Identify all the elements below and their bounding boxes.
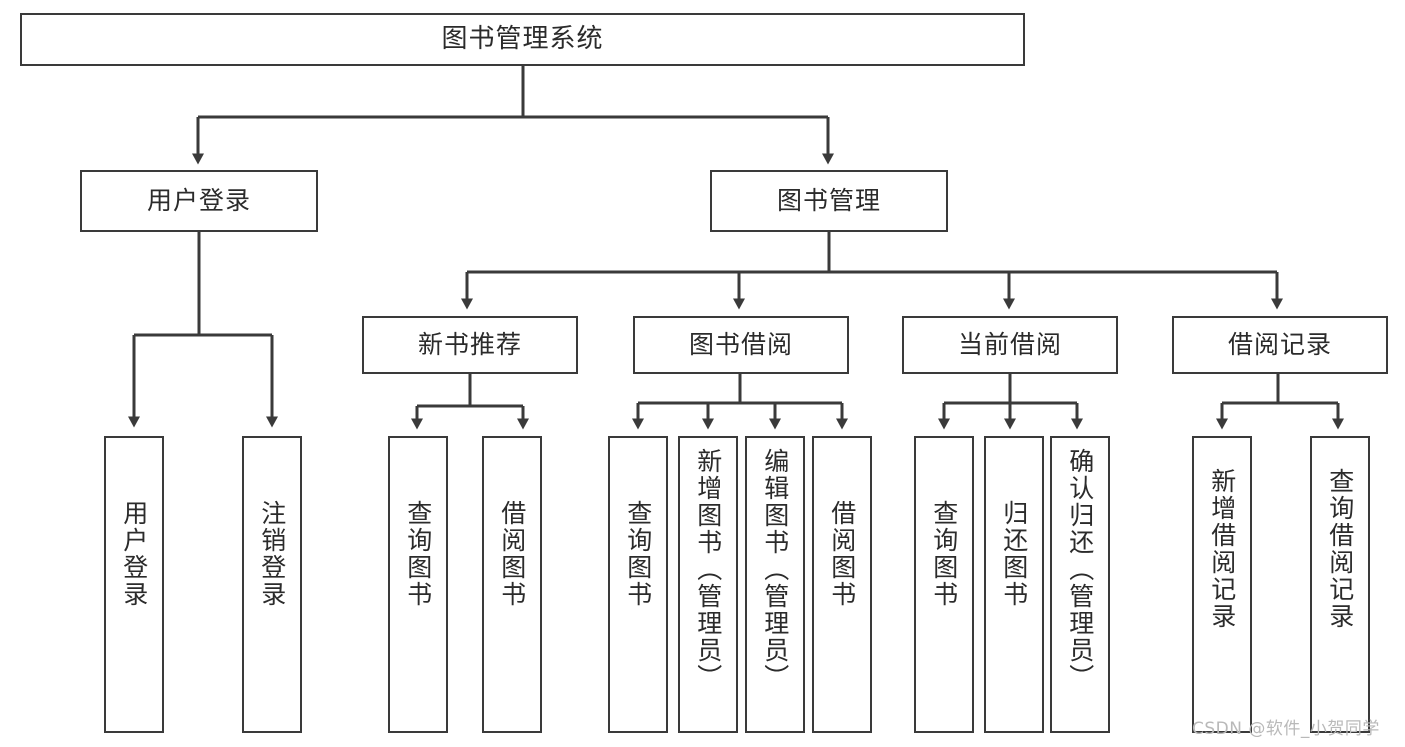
leaf-label: 查询借阅记录 [1325,468,1355,630]
node-current-borrow-label: 当前借阅 [957,330,1062,360]
leaf-label: 查询图书 [623,500,653,608]
leaf-label: 借阅图书 [827,500,857,608]
node-user-login-label: 用户登录 [146,186,251,216]
leaf-borrow-record-query[interactable]: 查询借阅记录 [1310,436,1370,733]
leaf-user-login-logout[interactable]: 注销登录 [242,436,302,733]
leaf-label: 确认归还（管理员） [1065,448,1095,691]
node-borrow-record-label: 借阅记录 [1227,330,1332,360]
leaf-current-borrow-return[interactable]: 归还图书 [984,436,1044,733]
node-book-management-label: 图书管理 [776,186,881,216]
leaf-borrow-record-add[interactable]: 新增借阅记录 [1192,436,1252,733]
leaf-label: 归还图书 [999,500,1029,608]
watermark: CSDN @软件_小贺同学 [1192,719,1380,739]
leaf-book-borrow-query[interactable]: 查询图书 [608,436,668,733]
node-root-label: 图书管理系统 [441,24,604,55]
leaf-label: 新增图书（管理员） [693,448,723,691]
leaf-new-book-borrow[interactable]: 借阅图书 [482,436,542,733]
leaf-label: 新增借阅记录 [1207,468,1237,630]
leaf-current-borrow-query[interactable]: 查询图书 [914,436,974,733]
node-borrow-record[interactable]: 借阅记录 [1172,316,1388,374]
leaf-book-borrow-borrow[interactable]: 借阅图书 [812,436,872,733]
node-root-system[interactable]: 图书管理系统 [20,13,1025,66]
leaf-new-book-query[interactable]: 查询图书 [388,436,448,733]
node-current-borrow[interactable]: 当前借阅 [902,316,1118,374]
node-new-book-recommend-label: 新书推荐 [417,330,522,360]
node-book-management[interactable]: 图书管理 [710,170,948,232]
node-book-borrow-label: 图书借阅 [688,330,793,360]
leaf-label: 编辑图书（管理员） [760,448,790,691]
leaf-label: 查询图书 [929,500,959,608]
node-book-borrow[interactable]: 图书借阅 [633,316,849,374]
node-user-login[interactable]: 用户登录 [80,170,318,232]
leaf-label: 查询图书 [403,500,433,608]
leaf-book-borrow-add-admin[interactable]: 新增图书（管理员） [678,436,738,733]
leaf-current-borrow-confirm-admin[interactable]: 确认归还（管理员） [1050,436,1110,733]
leaf-user-login-signin[interactable]: 用户登录 [104,436,164,733]
leaf-label: 用户登录 [119,500,149,608]
leaf-label: 注销登录 [257,500,287,608]
node-new-book-recommend[interactable]: 新书推荐 [362,316,578,374]
leaf-book-borrow-edit-admin[interactable]: 编辑图书（管理员） [745,436,805,733]
leaf-label: 借阅图书 [497,500,527,608]
